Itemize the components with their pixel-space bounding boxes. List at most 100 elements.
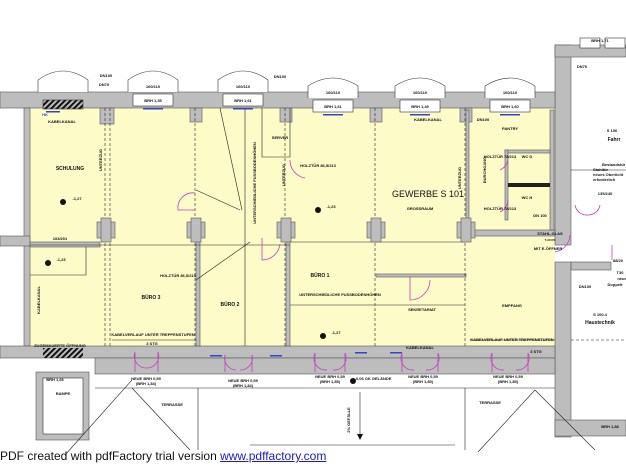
bottom-wall-outer <box>94 357 556 375</box>
right-wall-mid <box>570 261 612 271</box>
new-window-labels: NEUE BRH 0,59(BRH 1,84) NEUE BRH 0,59(BR… <box>131 374 524 388</box>
interior-wall <box>195 235 201 347</box>
right-wall-lower <box>554 261 572 438</box>
svg-text:DN100: DN100 <box>274 74 287 79</box>
footer-text: PDF created with pdfFactory trial versio… <box>0 449 221 463</box>
svg-text:T-30 RS: T-30 RS <box>544 238 555 242</box>
top-windows <box>37 37 626 113</box>
columns <box>96 217 476 243</box>
svg-text:UNTERZUG: UNTERZUG <box>98 149 103 171</box>
wall-stub <box>0 235 31 247</box>
walled-opening-hatch <box>43 348 83 358</box>
room-label: TERRASSE <box>161 402 183 407</box>
svg-text:-1,23: -1,23 <box>326 204 336 209</box>
svg-text:HOLZTÜR 78/213: HOLZTÜR 78/213 <box>484 154 517 159</box>
slope-label: 2% GEFÄLLE <box>346 407 351 433</box>
room-label: BÜRO 3 <box>142 294 161 301</box>
svg-text:Stahltür: Stahltür <box>593 167 609 172</box>
interior-wall <box>465 109 470 231</box>
svg-text:(BRH 1,84): (BRH 1,84) <box>233 383 254 388</box>
svg-text:DN100: DN100 <box>100 73 113 78</box>
floor-height-note: UNTERSCHIEDLICHE FUSSBODENHÖHEN <box>299 292 381 297</box>
svg-text:DN70: DN70 <box>99 82 110 87</box>
svg-text:-1,23: -1,23 <box>56 257 66 262</box>
wall-pier <box>189 107 203 123</box>
svg-text:3 STG: 3 STG <box>530 349 542 354</box>
svg-text:135/240: 135/240 <box>598 191 613 196</box>
svg-text:BRH 1,49: BRH 1,49 <box>411 104 429 109</box>
svg-text:3 STG: 3 STG <box>146 341 158 346</box>
svg-text:88/20: 88/20 <box>613 258 624 263</box>
svg-text:BRH 1,88: BRH 1,88 <box>601 424 619 429</box>
svg-text:NEUE BRH 0,59: NEUE BRH 0,59 <box>408 374 439 379</box>
svg-text:T30: T30 <box>617 270 625 275</box>
svg-text:BRH 1,61: BRH 1,61 <box>234 98 252 103</box>
room-label: RAMPE <box>56 391 71 396</box>
room-label: Fahrr <box>608 137 621 143</box>
room-label: Haustechnik <box>585 320 615 326</box>
svg-text:NEUE BRH 0,59: NEUE BRH 0,59 <box>493 374 524 379</box>
svg-text:-0,06 OK GELÄNDE: -0,06 OK GELÄNDE <box>355 376 392 381</box>
wall-pier <box>99 107 115 125</box>
svg-text:HOLZTÜR 86,5/213: HOLZTÜR 86,5/213 <box>160 273 197 278</box>
heater-marks <box>46 108 520 357</box>
room-label: TERRASSE <box>479 400 501 405</box>
interior-wall <box>29 241 101 248</box>
svg-text:UNTERZUG: UNTERZUG <box>281 164 286 186</box>
svg-text:103/201: 103/201 <box>53 236 68 241</box>
left-wall <box>23 107 31 347</box>
svg-text:ZUGEMAUERTE ÖFFNUNG: ZUGEMAUERTE ÖFFNUNG <box>34 343 86 348</box>
svg-text:KABELKANAL: KABELKANAL <box>48 119 76 124</box>
svg-text:neue: neue <box>617 276 626 281</box>
svg-text:-1,27: -1,27 <box>72 196 82 201</box>
svg-text:STAHL-GLAS: STAHL-GLAS <box>537 231 563 236</box>
window-labels: 160/110 160/110 160/110 160/110 160/110 … <box>144 84 519 109</box>
svg-text:neues Oberlicht: neues Oberlicht <box>593 172 624 177</box>
footer-link[interactable]: www.pdffactory.com <box>220 449 327 463</box>
svg-text:BRH 1,66: BRH 1,66 <box>46 377 64 382</box>
wc-divider <box>508 183 550 187</box>
svg-text:(BRH 1,85): (BRH 1,85) <box>413 379 434 384</box>
svg-text:(BRH 1,85): (BRH 1,85) <box>498 379 519 384</box>
room-label: EMPFANG <box>502 303 522 308</box>
room-label: PANTRY <box>502 126 518 131</box>
svg-text:160/110: 160/110 <box>146 84 161 89</box>
passage-label: DURCHGANG <box>482 157 487 183</box>
wall-pier <box>369 107 383 123</box>
room-label: SERVER <box>272 135 288 140</box>
svg-text:BRH 1,61: BRH 1,61 <box>324 104 342 109</box>
partition <box>195 189 241 211</box>
misc-labels: STAHL-GLAS T-30 RS MIT E-ÖFFNER Bestands… <box>34 38 626 429</box>
svg-text:KABELKANAL: KABELKANAL <box>406 345 434 350</box>
svg-text:KABELKANAL: KABELKANAL <box>36 286 41 314</box>
svg-text:KABELVERLAUF UNTER TREPPENSTUF: KABELVERLAUF UNTER TREPPENSTUFEN <box>111 332 194 337</box>
interior-wall <box>285 235 291 347</box>
svg-text:HK: HK <box>42 112 48 117</box>
svg-text:Doppelt: Doppelt <box>608 282 624 287</box>
interior-wall <box>375 273 467 278</box>
svg-text:HOLZTÜR 86,5/213: HOLZTÜR 86,5/213 <box>300 163 337 168</box>
svg-text:Bestandstür: Bestandstür <box>602 162 626 167</box>
partition <box>219 107 243 211</box>
pdf-footer: PDF created with pdfFactory trial versio… <box>0 449 326 463</box>
svg-text:erforderlich: erforderlich <box>593 177 616 182</box>
svg-text:(BRH 1,85): (BRH 1,85) <box>320 379 341 384</box>
room-label: BÜRO 1 <box>311 272 330 279</box>
room-label: WC H <box>522 195 533 200</box>
room-label: SCHULUNG <box>56 166 84 172</box>
room-label: S 100.4 <box>593 312 608 317</box>
level-markers: -1,27 -1,23 -1,23 -1,27 -0,06 OK GELÄNDE <box>45 196 392 384</box>
room-label: GROSSRAUM <box>407 206 434 211</box>
wc-wall <box>504 149 551 154</box>
svg-text:DN70: DN70 <box>577 64 588 69</box>
svg-text:NEUE BRH 0,59: NEUE BRH 0,59 <box>228 378 259 383</box>
svg-text:160/110: 160/110 <box>413 90 428 95</box>
svg-text:-1,27: -1,27 <box>331 330 341 335</box>
svg-text:BRH 1,35: BRH 1,35 <box>144 98 162 103</box>
wall-pier <box>279 107 293 123</box>
unit-title: GEWERBE S 101 <box>392 189 464 199</box>
pipe-labels: DN100 DN70 DN100 DN100 DN70 DN100 DN 100 <box>99 64 592 289</box>
right-wall-upper <box>554 44 572 246</box>
svg-text:BRH 1,71: BRH 1,71 <box>591 38 609 43</box>
